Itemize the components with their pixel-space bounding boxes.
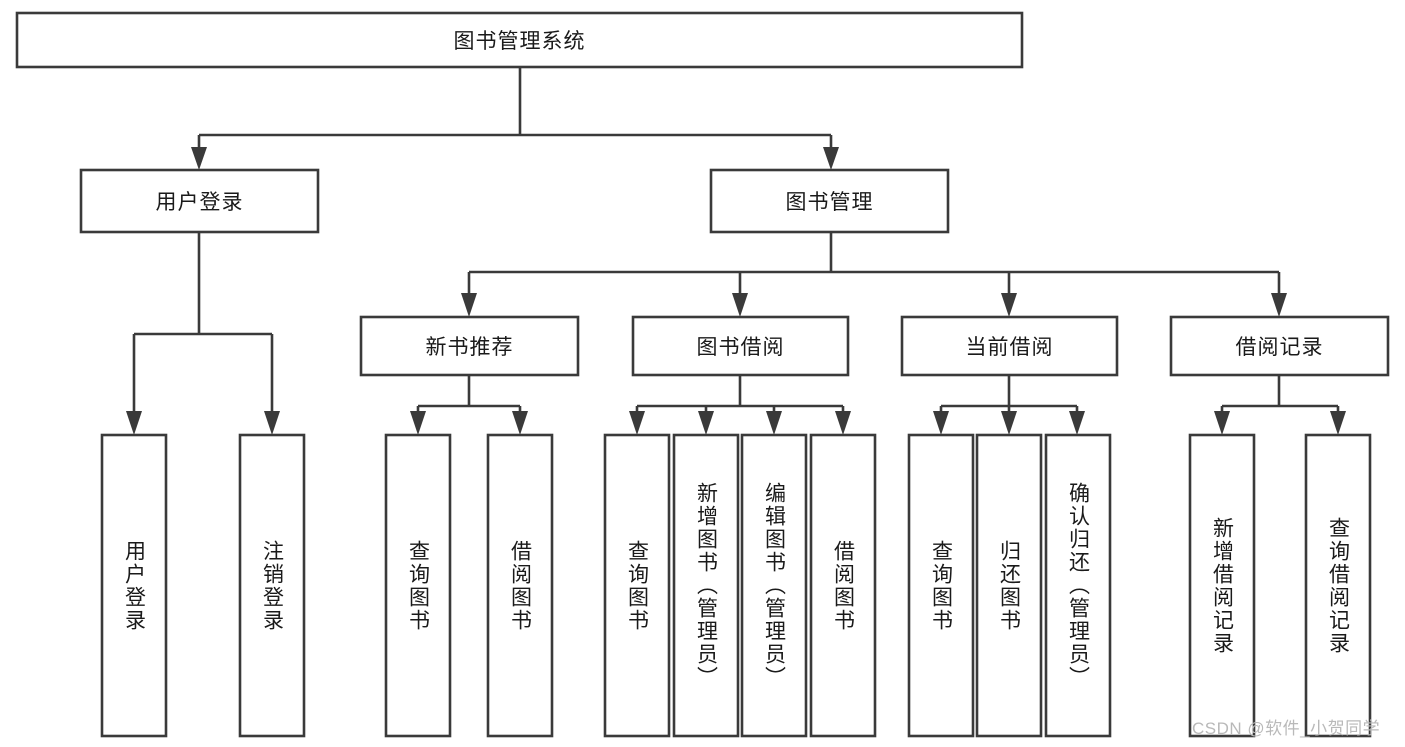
- arrow-borrowrecord-leaf1: [1214, 411, 1230, 435]
- leaf-borrow-record-1-box[interactable]: [1188, 433, 1256, 738]
- leaf-user-login-2-box[interactable]: [238, 433, 306, 738]
- leaf-book-borrow-4-box[interactable]: [809, 433, 877, 738]
- node-book-management-box[interactable]: [709, 168, 950, 234]
- node-book-borrow-box[interactable]: [631, 315, 850, 377]
- arrow-bm-to-current-borrow: [1001, 293, 1017, 317]
- connector-group-book-mgmt: [461, 232, 1287, 317]
- arrow-currentborrow-leaf3: [1069, 411, 1085, 435]
- arrow-currentborrow-leaf2: [1001, 411, 1017, 435]
- leaf-current-borrow-1-box[interactable]: [907, 433, 975, 738]
- connector-group-book-borrow: [629, 375, 851, 435]
- node-current-borrow-box[interactable]: [900, 315, 1119, 377]
- arrow-user-login-leaf1: [126, 411, 142, 435]
- arrow-root-to-book-mgmt: [823, 147, 839, 170]
- arrow-bm-to-new-book: [461, 293, 477, 317]
- arrow-bookborrow-leaf2: [698, 411, 714, 435]
- node-borrow-record-box[interactable]: [1169, 315, 1390, 377]
- node-user-login-box[interactable]: [79, 168, 320, 234]
- node-root-box[interactable]: [15, 11, 1024, 69]
- connector-group-current-borrow: [933, 375, 1085, 435]
- leaf-book-borrow-2-box[interactable]: [672, 433, 740, 738]
- leaf-borrow-record-2-box[interactable]: [1304, 433, 1372, 738]
- arrow-newbook-leaf1: [410, 411, 426, 435]
- connector-group-borrow-record: [1214, 375, 1346, 435]
- arrow-borrowrecord-leaf2: [1330, 411, 1346, 435]
- connector-group-root: [191, 67, 839, 170]
- leaf-current-borrow-2-box[interactable]: [975, 433, 1043, 738]
- leaf-book-borrow-1-box[interactable]: [603, 433, 671, 738]
- arrow-bookborrow-leaf1: [629, 411, 645, 435]
- leaf-current-borrow-3-box[interactable]: [1044, 433, 1112, 738]
- node-new-book-recommend-box[interactable]: [359, 315, 580, 377]
- arrow-bm-to-borrow-record: [1271, 293, 1287, 317]
- leaf-new-book-2-box[interactable]: [486, 433, 554, 738]
- arrow-bookborrow-leaf3: [766, 411, 782, 435]
- arrow-newbook-leaf2: [512, 411, 528, 435]
- connector-group-user-login: [126, 232, 280, 435]
- leaf-book-borrow-3-box[interactable]: [740, 433, 808, 738]
- leaf-new-book-1-box[interactable]: [384, 433, 452, 738]
- arrow-user-login-leaf2: [264, 411, 280, 435]
- leaf-user-login-1-box[interactable]: [100, 433, 168, 738]
- arrow-root-to-user-login: [191, 147, 207, 170]
- connector-group-new-book: [410, 375, 528, 435]
- arrow-currentborrow-leaf1: [933, 411, 949, 435]
- arrow-bm-to-book-borrow: [732, 293, 748, 317]
- arrow-bookborrow-leaf4: [835, 411, 851, 435]
